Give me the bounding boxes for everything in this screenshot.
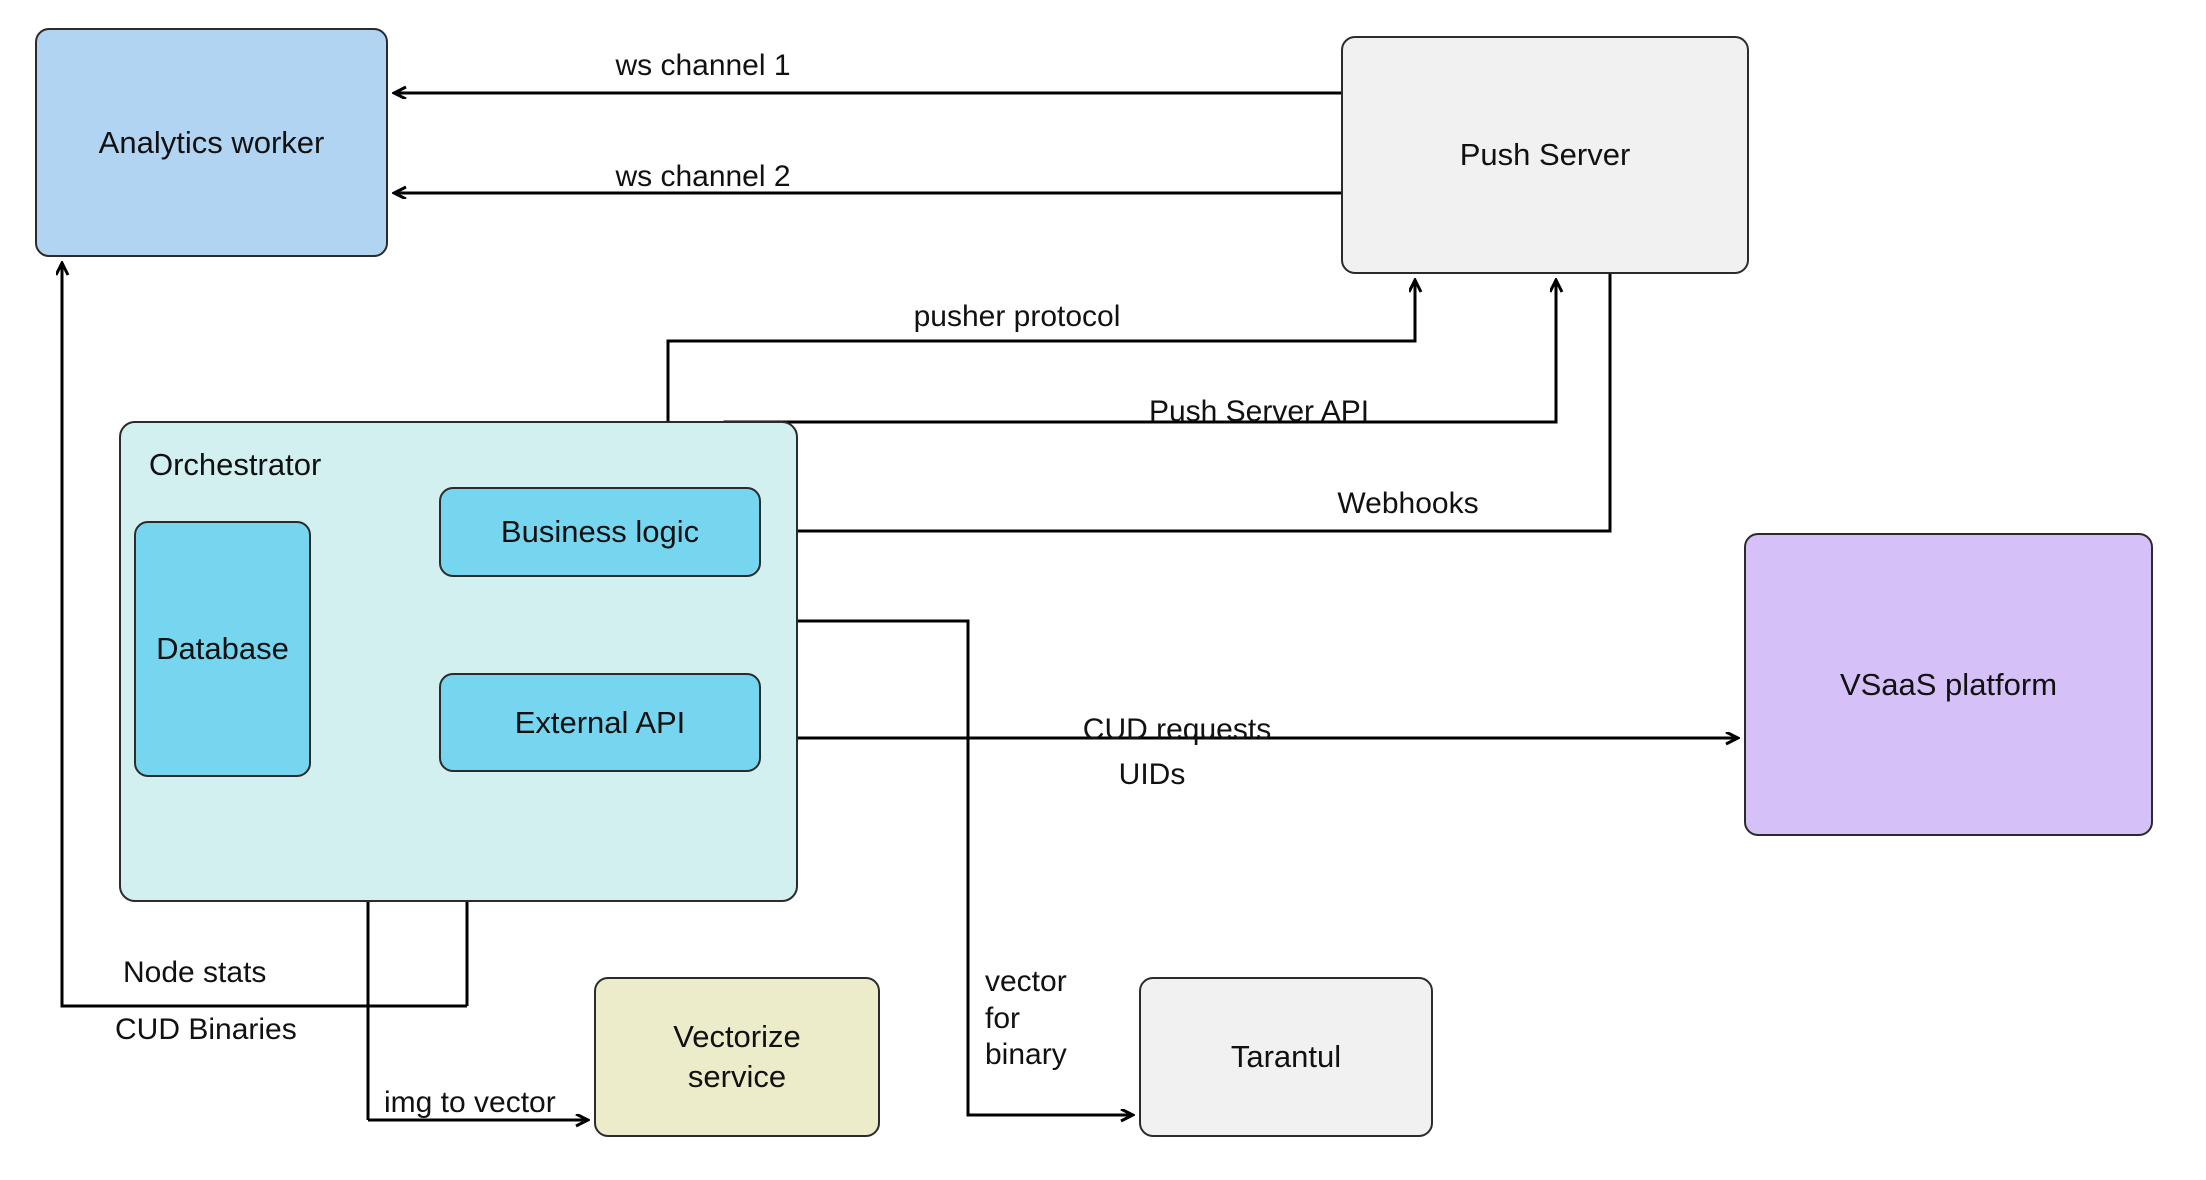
edge-label-cud-binaries: CUD Binaries bbox=[115, 1013, 297, 1046]
edge-label-webhooks: Webhooks bbox=[1337, 487, 1479, 520]
node-orchestrator-label: Orchestrator bbox=[149, 447, 322, 482]
edge-label-ws-channel-1: ws channel 1 bbox=[615, 49, 791, 82]
node-external-api-label: External API bbox=[514, 704, 686, 740]
node-analytics-worker-label: Analytics worker bbox=[98, 124, 325, 160]
node-vsaas-platform[interactable]: VSaaS platform bbox=[1744, 533, 2153, 836]
edge-label-node-stats: Node stats bbox=[123, 956, 267, 989]
edge-label-pusher-protocol: pusher protocol bbox=[913, 300, 1121, 333]
edge-label-vector-for-binary: vector for binary bbox=[985, 965, 1067, 1072]
node-database-label: Database bbox=[156, 631, 289, 667]
node-vectorize-service-label: Vectorize service bbox=[673, 1019, 801, 1094]
node-vectorize-service[interactable]: Vectorize service bbox=[594, 977, 880, 1137]
node-tarantul[interactable]: Tarantul bbox=[1139, 977, 1433, 1137]
edge-label-push-server-api: Push Server API bbox=[1148, 395, 1370, 428]
node-business-logic-label: Business logic bbox=[500, 514, 700, 550]
node-business-logic[interactable]: Business logic bbox=[439, 487, 761, 577]
node-vsaas-platform-label: VSaaS platform bbox=[1839, 666, 2058, 702]
node-analytics-worker[interactable]: Analytics worker bbox=[35, 28, 388, 257]
node-tarantul-label: Tarantul bbox=[1230, 1039, 1342, 1075]
edge-push-server-api bbox=[723, 281, 1556, 480]
node-push-server[interactable]: Push Server bbox=[1341, 36, 1749, 274]
edge-label-uids: UIDs bbox=[1118, 758, 1186, 791]
edge-label-cud-requests: CUD requests bbox=[1082, 713, 1272, 746]
node-push-server-label: Push Server bbox=[1459, 137, 1631, 173]
node-database[interactable]: Database bbox=[134, 521, 311, 777]
edge-label-ws-channel-2: ws channel 2 bbox=[615, 160, 791, 193]
node-external-api[interactable]: External API bbox=[439, 673, 761, 772]
edge-label-img-to-vector: img to vector bbox=[384, 1086, 556, 1119]
